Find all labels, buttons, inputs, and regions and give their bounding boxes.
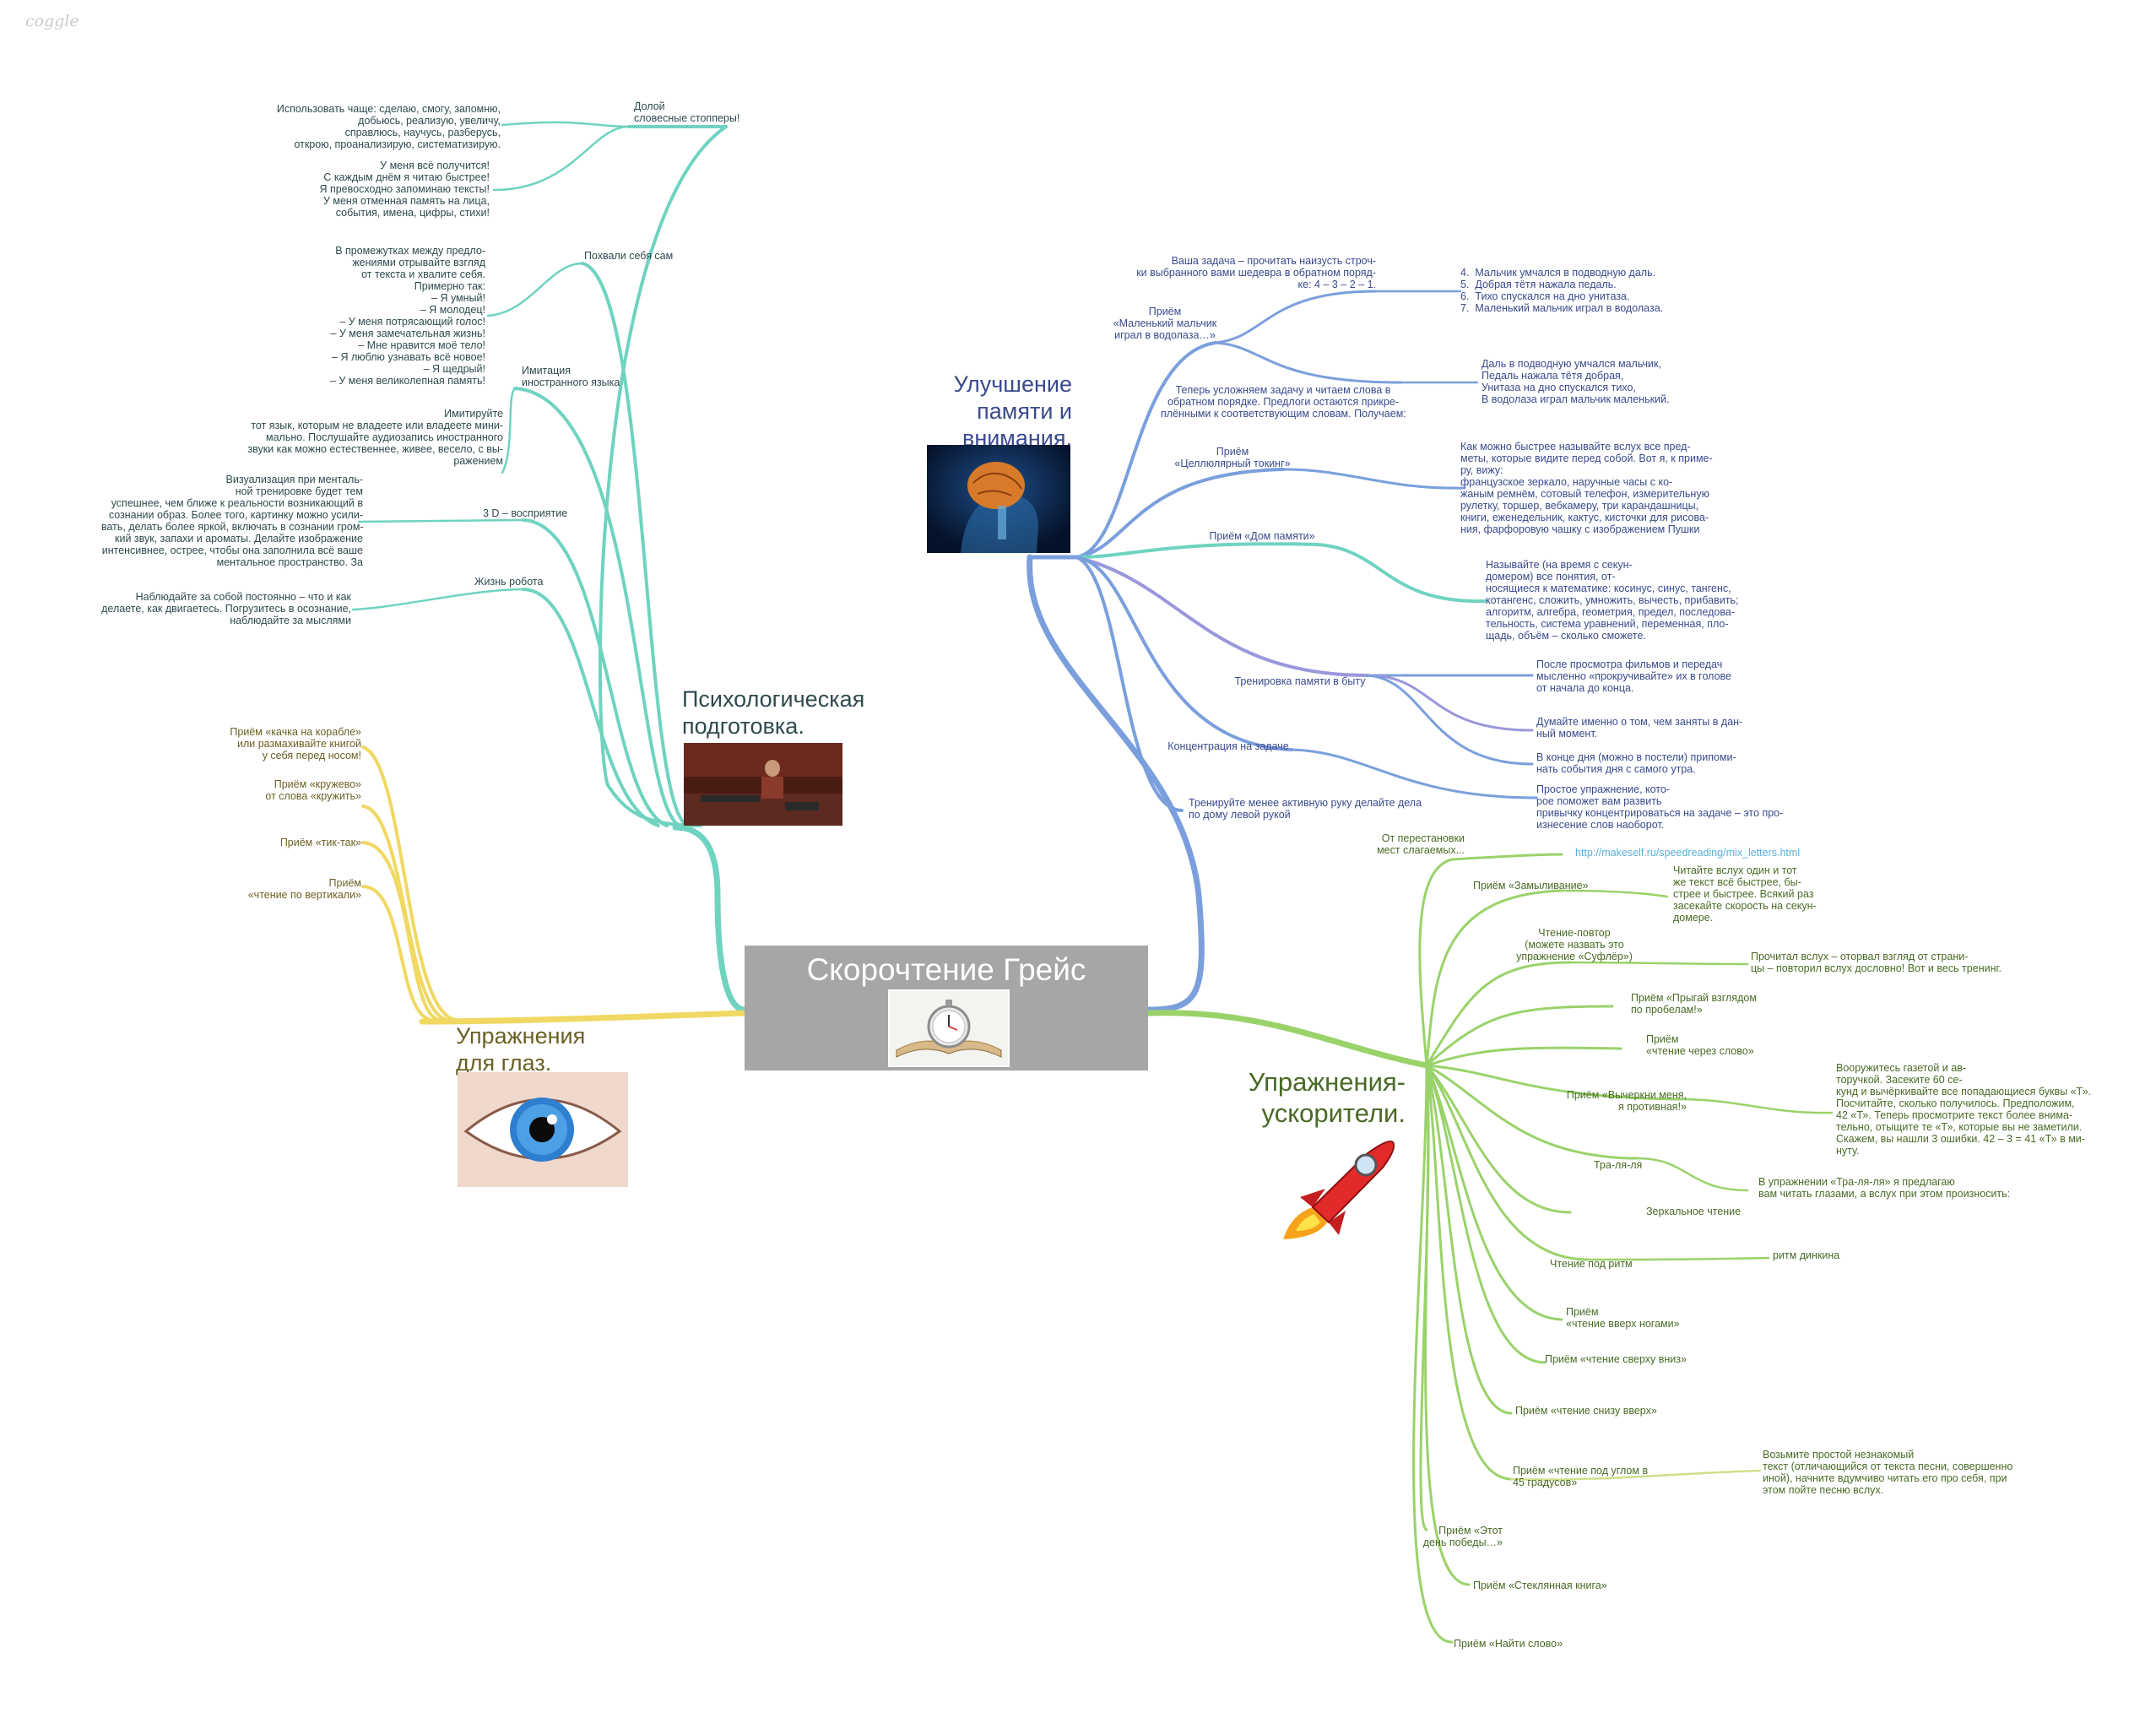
praise-text: В промежутках между предло- жениями отры…: [329, 245, 485, 387]
stoppers-node[interactable]: Долой словесные стопперы!: [634, 100, 740, 124]
praise-node[interactable]: Похвали себя сам: [584, 250, 674, 262]
stopwatch-on-book-image: [888, 989, 1010, 1067]
malchik-result-text: Даль в подводную умчался мальчик, Педаль…: [1482, 358, 1670, 405]
glass-book-item[interactable]: Приём «Стеклянная книга»: [1473, 1580, 1607, 1591]
tralala-text: В упражнении «Тра-ля-ля» я предлагаю вам…: [1758, 1176, 2011, 1200]
imitation-text: Имитируйте тот язык, которым не владеете…: [247, 408, 503, 467]
perest-link[interactable]: http://makeself.ru/speedreading/mix_lett…: [1575, 847, 1801, 859]
victory-day-item[interactable]: Приём «Этот день победы…»: [1422, 1525, 1503, 1548]
robot-text: Наблюдайте за собой постоянно – что и ка…: [101, 591, 351, 626]
malchik-list-text: 4. Мальчик умчался в подводную даль. 5. …: [1460, 267, 1664, 314]
focus-node[interactable]: Концентрация на задаче: [1167, 740, 1289, 752]
perest-node[interactable]: От перестановки мест слагаемых...: [1377, 832, 1465, 856]
house-node[interactable]: Приём «Дом памяти»: [1209, 530, 1315, 542]
daily-text-1: После просмотра фильмов и передач мыслен…: [1536, 659, 1731, 694]
eye-exercise-item[interactable]: Приём «чтение по вертикали»: [247, 877, 361, 901]
blue-eye-image: [458, 1072, 628, 1187]
three-d-text: Визуализация при менталь- ной тренировке…: [101, 474, 364, 568]
imitation-node[interactable]: Имитация иностранного языка: [522, 365, 620, 388]
root-title: Скорочтение Грейс: [806, 952, 1086, 987]
eyes-branch-title[interactable]: Упражнения для глаз.: [456, 1023, 586, 1076]
accel-branch-title[interactable]: Упражнения- ускорители.: [1248, 1067, 1406, 1128]
three-d-node[interactable]: 3 D – восприятие: [483, 507, 568, 519]
eye-exercise-item[interactable]: Приём «качка на корабле» или размахивайт…: [230, 726, 361, 762]
malchik-node[interactable]: Приём «Маленький мальчик играл в водолаз…: [1113, 306, 1217, 341]
psych-branch-edges: [351, 121, 748, 1013]
man-sitting-photo: [684, 743, 842, 826]
find-word-item[interactable]: Приём «Найти слово»: [1454, 1638, 1563, 1650]
daily-text-3: В конце дня (можно в постели) припоми- н…: [1536, 751, 1736, 775]
brain-image: [927, 445, 1070, 553]
zamyl-node[interactable]: Приём «Замыливание»: [1473, 880, 1589, 892]
bottom-up-item[interactable]: Приём «чтение снизу вверх»: [1515, 1405, 1657, 1417]
malchik-task-text: Ваша задача – прочитать наизусть строч- …: [1136, 255, 1376, 290]
mirror-reading-item[interactable]: Зеркальное чтение: [1646, 1206, 1742, 1217]
through-word-item[interactable]: Приём «чтение через слово»: [1646, 1033, 1754, 1057]
memory-branch-edges: [1027, 290, 1538, 1013]
root-node[interactable]: Скорочтение Грейс: [745, 946, 1148, 1070]
tocking-node[interactable]: Приём «Целлюлярный токинг»: [1174, 446, 1291, 469]
tralala-node[interactable]: Тра-ля-ля: [1594, 1159, 1643, 1171]
eye-exercise-item[interactable]: Приём «тик-так»: [279, 837, 361, 848]
daily-text-2: Думайте именно о том, чем заняты в дан- …: [1536, 716, 1743, 740]
hand-node[interactable]: Тренируйте менее активную руку делайте д…: [1189, 797, 1422, 821]
stoppers-text-2: У меня всё получится! С каждым днём я чи…: [319, 160, 490, 219]
top-down-item[interactable]: Приём «чтение сверху вниз»: [1545, 1353, 1687, 1365]
rhythm-text: ритм динкина: [1773, 1249, 1840, 1261]
house-text: Называйте (на время с секун- домером) вс…: [1486, 559, 1739, 642]
focus-text: Простое упражнение, кото- рое поможет ва…: [1536, 783, 1784, 831]
malchik-harder-text: Теперь усложняем задачу и читаем слова в…: [1161, 384, 1406, 420]
sufler-node[interactable]: Чтение-повтор (можете назвать это упражн…: [1516, 927, 1633, 962]
coggle-logo[interactable]: coggle: [25, 12, 79, 30]
rhythm-node[interactable]: Чтение под ритм: [1550, 1258, 1633, 1270]
tocking-text: Как можно быстрее называйте вслух все пр…: [1460, 441, 1713, 535]
psych-branch-title[interactable]: Психологическая подготовка.: [682, 686, 865, 739]
stoppers-text-1: Использовать чаще: сделаю, смогу, запомн…: [276, 103, 501, 150]
rocket-image: [1266, 1130, 1406, 1246]
jump-spaces-item[interactable]: Приём «Прыгай взглядом по пробелам!»: [1631, 992, 1757, 1016]
strike-node[interactable]: Приём «Вычеркни меня, я противная!»: [1566, 1089, 1687, 1113]
angle-node[interactable]: Приём «чтение под углом в 45 градусов»: [1513, 1465, 1649, 1488]
angle-text: Возьмите простой незнакомый текст (отлич…: [1763, 1449, 2013, 1496]
eyes-branch-edges: [361, 745, 748, 1025]
accel-branch-edges: [1145, 853, 1834, 1644]
upside-down-item[interactable]: Приём «чтение вверх ногами»: [1566, 1306, 1680, 1330]
zamyl-text: Читайте вслух один и тот же текст всё бы…: [1673, 864, 1817, 924]
robot-node[interactable]: Жизнь робота: [474, 576, 544, 588]
memory-branch-title[interactable]: Улучшение памяти и внимания.: [953, 371, 1072, 451]
eye-exercise-item[interactable]: Приём «кружево» от слова «кружить»: [265, 778, 361, 802]
daily-node[interactable]: Тренировка памяти в быту: [1234, 675, 1366, 687]
strike-text: Вооружитесь газетой и ав- торучкой. Засе…: [1836, 1062, 2092, 1157]
sufler-text: Прочитал вслух – оторвал взгляд от стран…: [1751, 951, 2002, 974]
